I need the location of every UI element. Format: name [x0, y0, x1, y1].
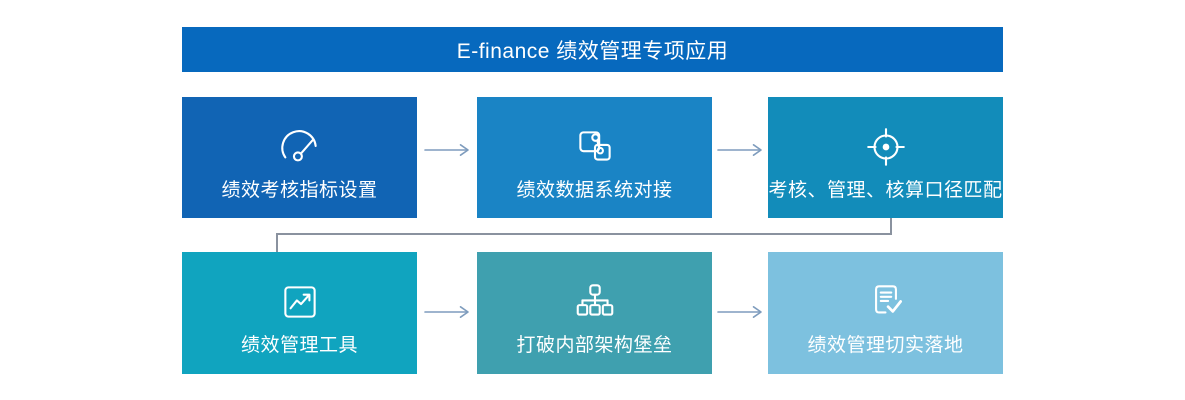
box-label: 绩效考核指标设置 — [221, 180, 378, 201]
box-data-integration: 绩效数据系统对接 — [477, 97, 712, 218]
target-icon — [863, 124, 909, 170]
box-label: 打破内部架构堡垒 — [516, 335, 673, 356]
trend-chart-icon — [277, 279, 323, 325]
box-kpi-setup: 绩效考核指标设置 — [182, 97, 417, 218]
system-link-icon — [572, 124, 618, 170]
box-management-tools: 绩效管理工具 — [182, 252, 417, 374]
header-banner: E-finance 绩效管理专项应用 — [182, 27, 1003, 72]
gauge-icon — [277, 124, 323, 170]
box-label: 绩效数据系统对接 — [516, 180, 673, 201]
box-label: 考核、管理、核算口径匹配 — [768, 180, 1003, 201]
box-label: 绩效管理工具 — [240, 335, 358, 356]
org-structure-icon — [572, 279, 618, 325]
box-label: 绩效管理切实落地 — [807, 335, 964, 356]
arrow-right-icon — [423, 143, 471, 157]
box-implementation: 绩效管理切实落地 — [768, 252, 1003, 374]
header-title: E-finance 绩效管理专项应用 — [456, 39, 729, 63]
arrow-right-icon — [716, 305, 764, 319]
box-break-silos: 打破内部架构堡垒 — [477, 252, 712, 374]
arrow-right-icon — [716, 143, 764, 157]
arrow-right-icon — [423, 305, 471, 319]
box-caliber-matching: 考核、管理、核算口径匹配 — [768, 97, 1003, 218]
document-check-icon — [863, 279, 909, 325]
